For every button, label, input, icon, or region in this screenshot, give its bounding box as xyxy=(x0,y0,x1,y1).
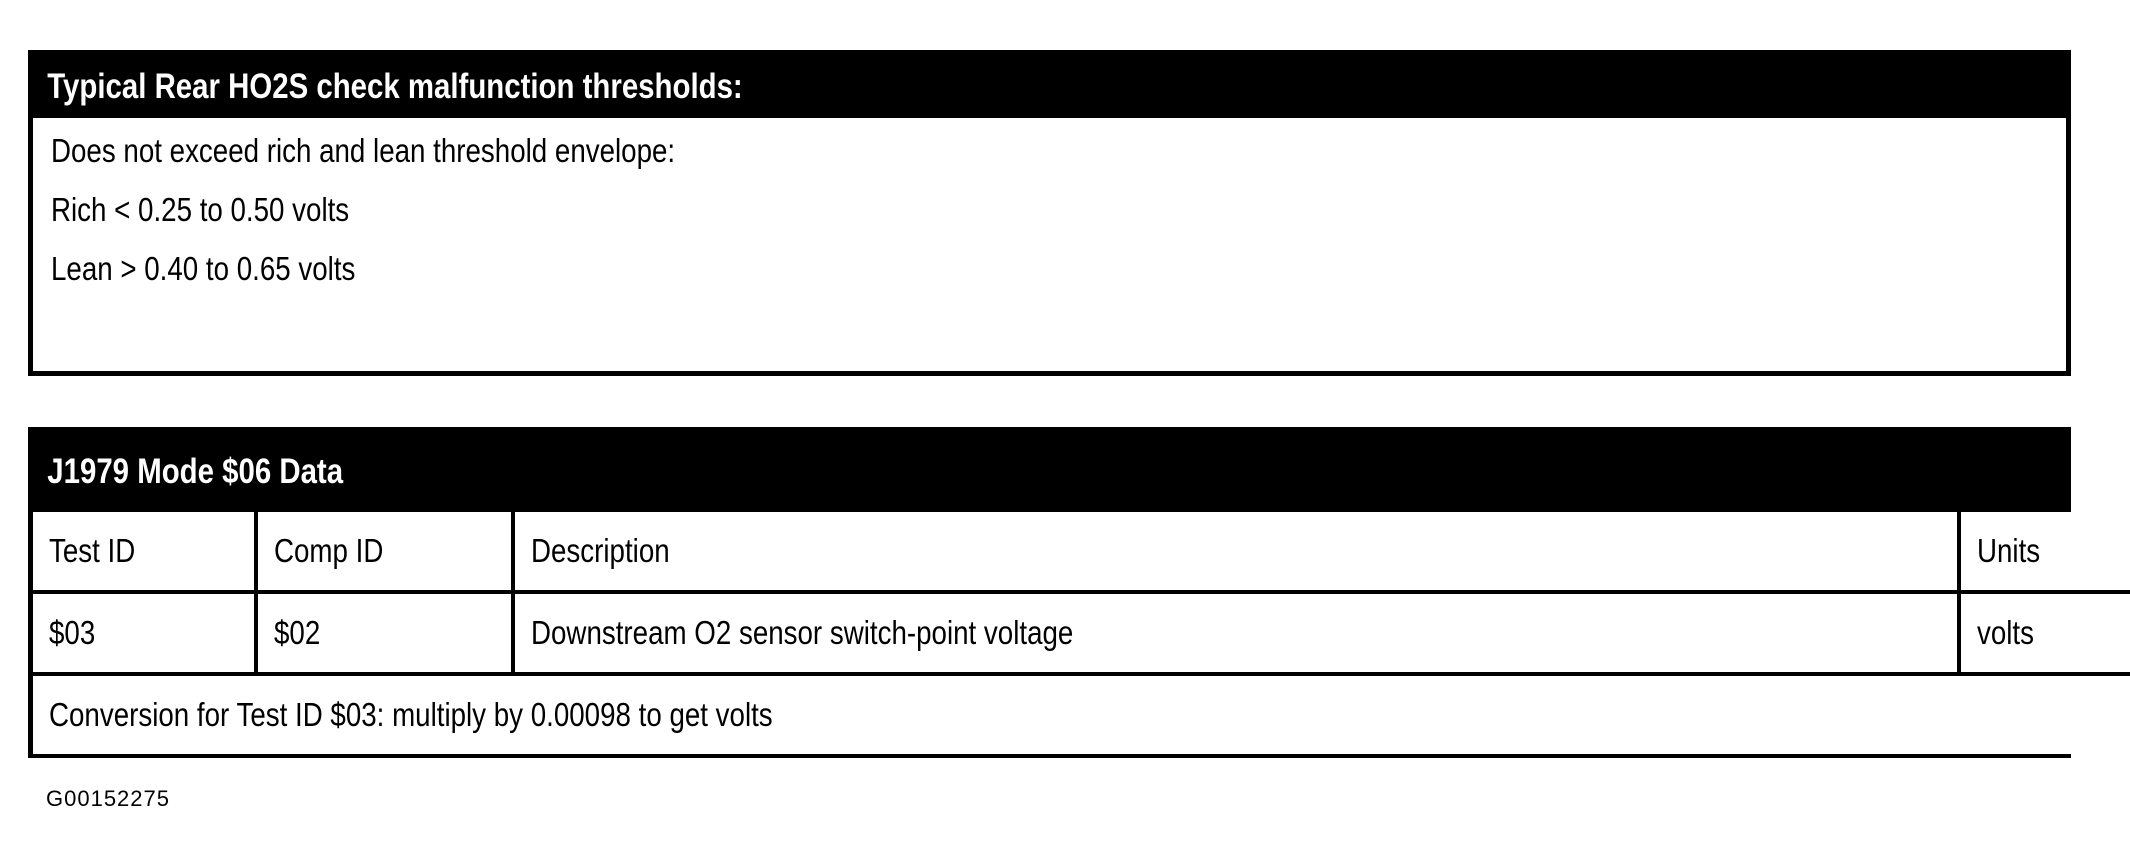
j1979-mode06-panel: J1979 Mode $06 Data Test ID Comp ID Desc… xyxy=(28,427,2130,758)
j1979-panel-title: J1979 Mode $06 Data xyxy=(47,452,344,491)
threshold-lean-line: Lean > 0.40 to 0.65 volts xyxy=(51,250,356,287)
table-row: $03 $02 Downstream O2 sensor switch-poin… xyxy=(33,590,2130,674)
table-header-row: Test ID Comp ID Description Units xyxy=(33,512,2130,592)
figure-caption-code: G00152275 xyxy=(46,786,170,811)
j1979-panel-header: J1979 Mode $06 Data xyxy=(33,432,2066,512)
threshold-envelope-line: Does not exceed rich and lean threshold … xyxy=(51,132,676,169)
cell-test-id: $03 xyxy=(33,590,258,674)
threshold-rich-line: Rich < 0.25 to 0.50 volts xyxy=(51,191,350,228)
j1979-data-table: Test ID Comp ID Description Units $03 $0… xyxy=(33,512,2130,754)
column-header-description: Description xyxy=(513,512,1961,592)
table-footer-row: Conversion for Test ID $03: multiply by … xyxy=(33,672,2130,754)
cell-description: Downstream O2 sensor switch-point voltag… xyxy=(513,590,1961,674)
threshold-panel-header: Typical Rear HO2S check malfunction thre… xyxy=(33,55,2066,118)
cell-units: volts xyxy=(1959,590,2130,674)
column-header-units: Units xyxy=(1959,512,2130,592)
threshold-panel-body: Does not exceed rich and lean threshold … xyxy=(33,118,2066,285)
conversion-note: Conversion for Test ID $03: multiply by … xyxy=(33,672,2130,754)
column-header-test-id: Test ID xyxy=(33,512,258,592)
threshold-panel-title: Typical Rear HO2S check malfunction thre… xyxy=(47,66,743,106)
column-header-comp-id: Comp ID xyxy=(256,512,515,592)
threshold-panel: Typical Rear HO2S check malfunction thre… xyxy=(28,50,2071,376)
cell-comp-id: $02 xyxy=(256,590,515,674)
